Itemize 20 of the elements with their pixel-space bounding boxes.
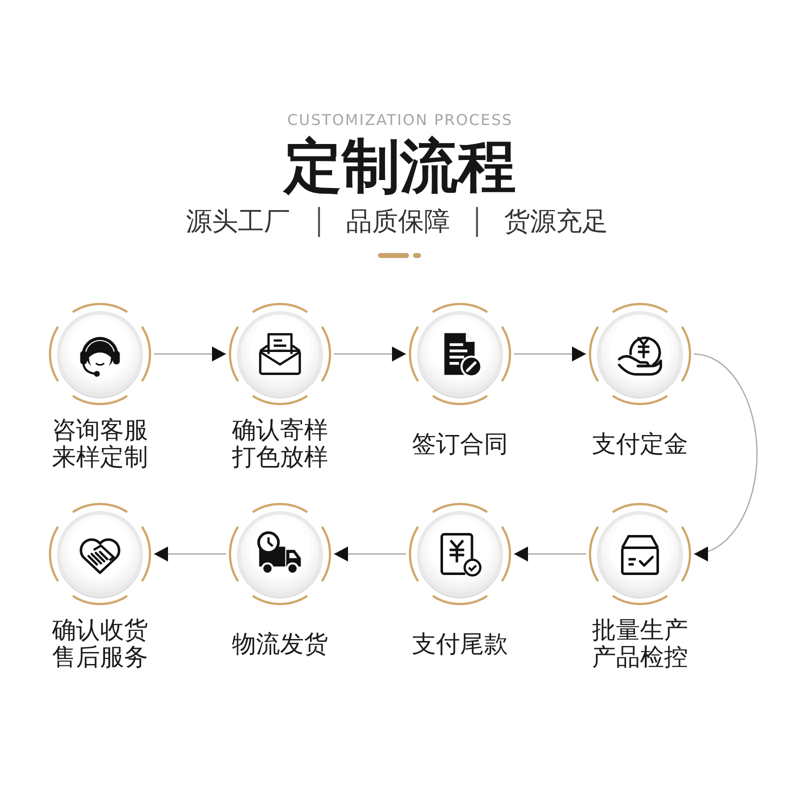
- eyebrow-text: CUSTOMIZATION PROCESS: [287, 113, 513, 128]
- flow-arrow: [514, 346, 586, 362]
- step-label: 支付定金: [592, 430, 688, 458]
- tagline-text: 品质保障: [346, 209, 450, 235]
- step-label: 确认寄样打色放样: [230, 417, 329, 471]
- step-label: 签订合同: [412, 430, 508, 458]
- step-label: 咨询客服来样定制: [50, 417, 149, 471]
- step-label: 批量生产产品检控: [590, 617, 689, 671]
- title: 定制流程: [284, 137, 516, 195]
- flow-arrow: [514, 546, 586, 562]
- flow-arrow: [154, 546, 226, 562]
- tagline-text: 货源充足: [504, 209, 608, 235]
- flow-arrow: [334, 346, 406, 362]
- flow-arrow: [334, 546, 406, 562]
- flow-arrow: [694, 353, 758, 560]
- tagline-text: 源头工厂: [186, 209, 290, 235]
- flow-arrow: [154, 346, 226, 362]
- step-label: 支付尾款: [412, 630, 508, 658]
- step-label: 物流发货: [232, 630, 328, 658]
- step-label: 确认收货售后服务: [50, 617, 149, 671]
